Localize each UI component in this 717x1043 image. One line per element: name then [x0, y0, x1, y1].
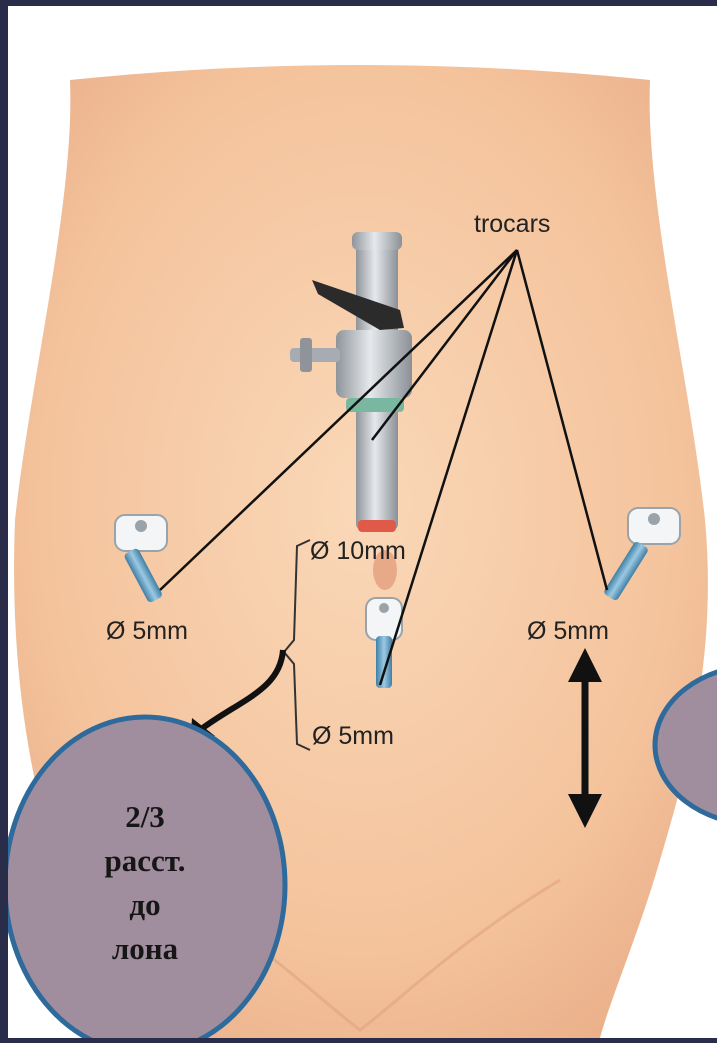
callout-line-4: лона: [55, 927, 235, 971]
diameter-5mm-right-label: Ø 5mm: [527, 617, 609, 646]
callout-line-1: 2/3: [55, 795, 235, 839]
callout-text: 2/3 расст. до лона: [55, 795, 235, 971]
diameter-5mm-bottom-label: Ø 5mm: [312, 722, 394, 751]
callout-line-3: до: [55, 883, 235, 927]
callout-line-2: расст.: [55, 839, 235, 883]
diameter-5mm-left-label: Ø 5mm: [106, 617, 188, 646]
trocars-label: trocars: [474, 210, 550, 239]
diameter-10mm-label: Ø 10mm: [310, 537, 406, 566]
slide-frame-left-overlay: [0, 0, 8, 1038]
slide-frame-top: [0, 0, 717, 6]
